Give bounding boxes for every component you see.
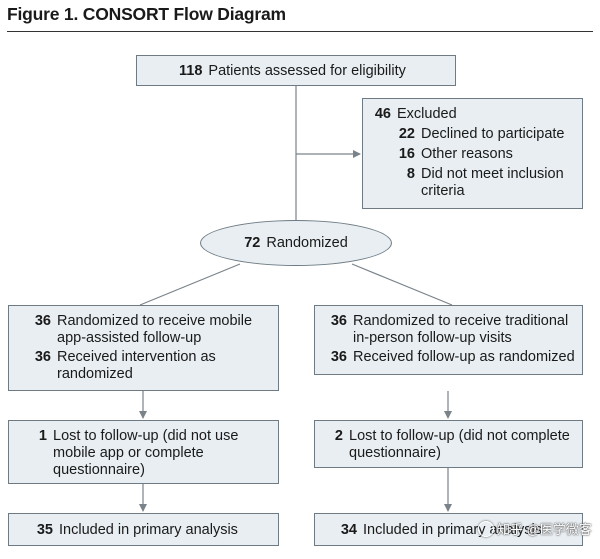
arm2-lost-label: Lost to follow-up (did not complete ques… (349, 428, 570, 461)
assessed-box: 118 Patients assessed for eligibility (136, 55, 456, 86)
arm2-randomized-count: 36 (330, 313, 347, 329)
connector-randomized-to-arm2 (351, 263, 453, 306)
arm1-received-count: 36 (34, 349, 51, 365)
excluded-reason-label: Other reasons (421, 146, 513, 162)
arm2-lost-count: 2 (334, 428, 343, 444)
randomized-ellipse: 72 Randomized (200, 220, 392, 266)
arm1-allocation-box: 36 Randomized to receive mobile app-assi… (8, 305, 279, 391)
randomized-label: Randomized (266, 235, 348, 251)
excluded-count: 46 (374, 106, 391, 122)
arm2-analysis-count: 34 (340, 522, 357, 538)
excluded-label: Excluded (397, 106, 457, 122)
excluded-reason-label: Declined to participate (421, 126, 565, 142)
arm1-randomized-count: 36 (34, 313, 51, 329)
connector-randomized-to-arm1 (139, 263, 241, 306)
arm2-analysis-box: 34 Included in primary analysis (314, 513, 583, 546)
randomized-count: 72 (244, 235, 261, 251)
assessed-count: 118 (179, 63, 203, 79)
arm2-randomized-label: Randomized to receive traditional in-per… (353, 313, 569, 346)
arm1-lost-count: 1 (38, 428, 47, 444)
arm1-analysis-label: Included in primary analysis (59, 522, 238, 538)
excluded-reason-count: 22 (398, 126, 415, 142)
arm1-analysis-box: 35 Included in primary analysis (8, 513, 279, 546)
excluded-reason-label: Did not meet inclusion criteria (421, 166, 564, 199)
arm2-lost-box: 2 Lost to follow-up (did not complete qu… (314, 420, 583, 468)
title-rule (7, 31, 593, 32)
assessed-label: Patients assessed for eligibility (208, 63, 406, 79)
arm1-lost-box: 1 Lost to follow-up (did not use mobile … (8, 420, 279, 484)
arm2-received-label: Received follow-up as randomized (353, 349, 575, 365)
arm1-lost-label: Lost to follow-up (did not use mobile ap… (53, 428, 239, 478)
arm1-received-label: Received intervention as randomized (57, 349, 216, 382)
figure-title: Figure 1. CONSORT Flow Diagram (7, 4, 286, 24)
excluded-box: 46 Excluded 22 Declined to participate 1… (362, 98, 583, 209)
arm2-analysis-label: Included in primary analysis (363, 522, 542, 538)
arm1-randomized-label: Randomized to receive mobile app-assiste… (57, 313, 253, 346)
arm1-analysis-count: 35 (36, 522, 53, 538)
arm2-allocation-box: 36 Randomized to receive traditional in-… (314, 305, 583, 375)
excluded-reason-count: 8 (406, 166, 415, 182)
excluded-reason-count: 16 (398, 146, 415, 162)
arm2-received-count: 36 (330, 349, 347, 365)
watermark-text: 知乎 @医学微客 (497, 522, 592, 537)
watermark-logo-icon (478, 521, 494, 537)
watermark: 知乎 @医学微客 (478, 519, 592, 538)
